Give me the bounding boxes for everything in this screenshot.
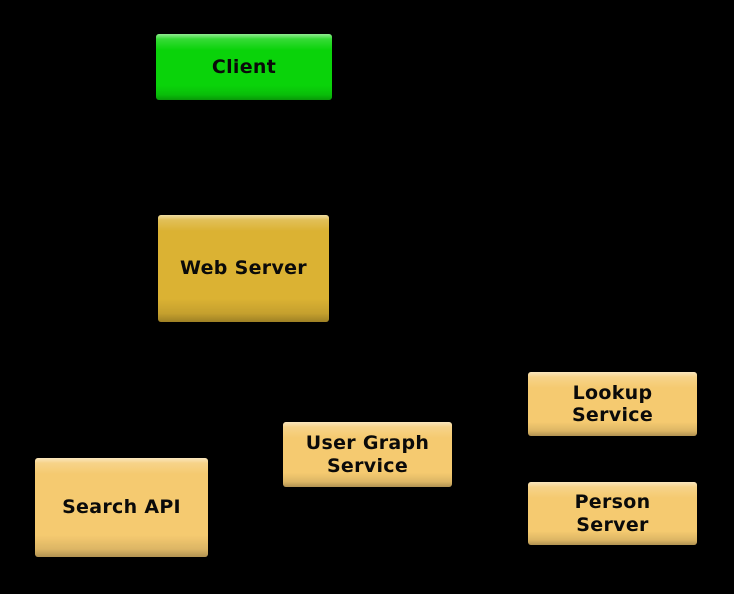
node-web-server: Web Server: [158, 215, 329, 322]
node-client-label: Client: [211, 55, 277, 78]
node-search-api-label: Search API: [62, 496, 181, 519]
node-client: Client: [156, 34, 332, 100]
node-web-server-label: Web Server: [180, 257, 307, 280]
node-search-api: Search API: [35, 458, 208, 557]
